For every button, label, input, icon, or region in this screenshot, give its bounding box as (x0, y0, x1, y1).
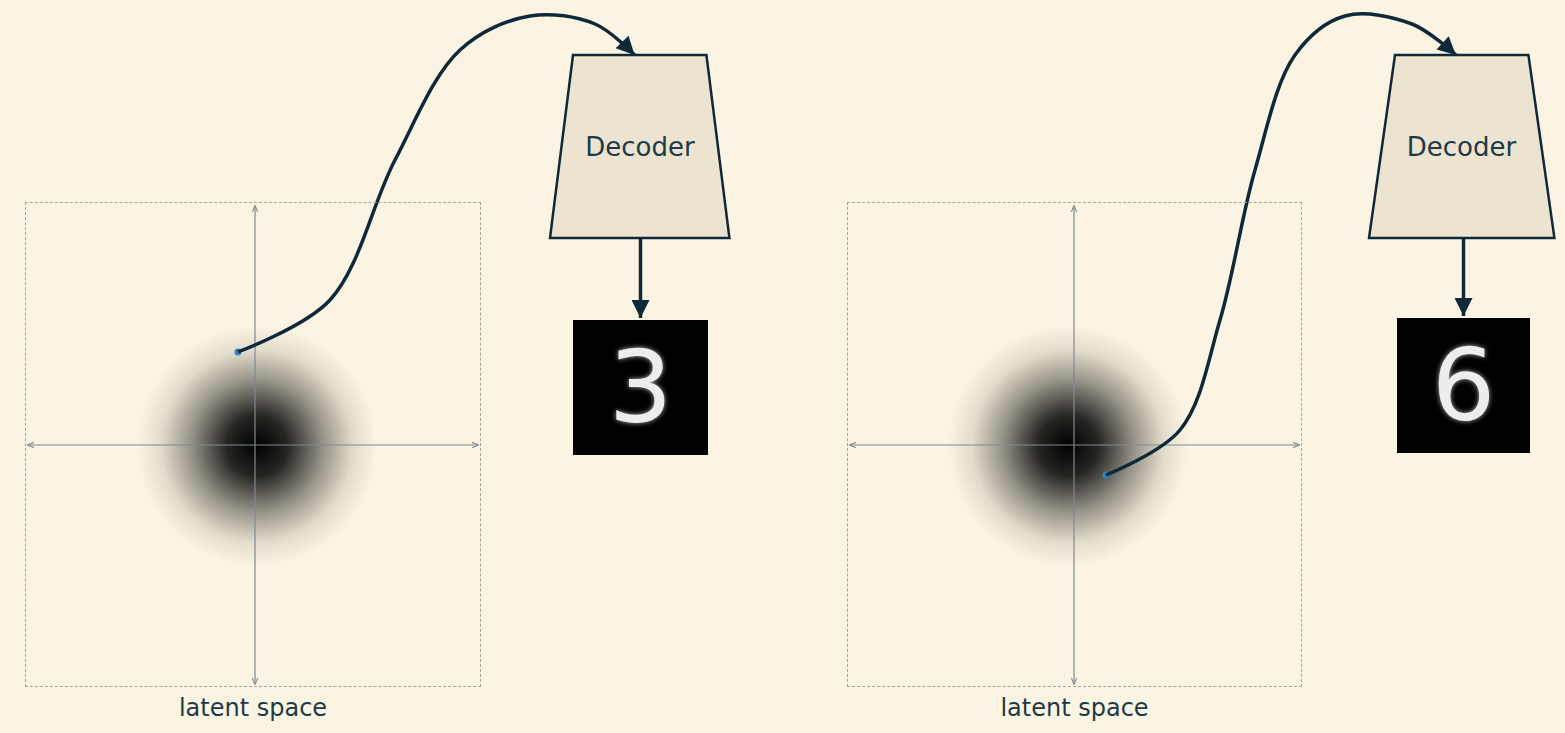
digit-image: 6 (1397, 318, 1530, 453)
axis (28, 444, 478, 445)
decoder-block: Decoder (550, 55, 729, 238)
gaussian-blob (948, 326, 1188, 566)
space-label: latent space (26, 694, 480, 722)
output-arrow (639, 238, 643, 318)
digit-glyph: 3 (609, 338, 673, 438)
block-label: Decoder (1407, 132, 1516, 162)
block-label: Decoder (585, 132, 694, 162)
latent-space-box: latent space (25, 202, 481, 687)
digit-glyph: 6 (1432, 336, 1496, 436)
decoder-block: Decoder (1369, 55, 1554, 238)
latent-space-box: latent space (847, 202, 1302, 687)
trapezoid-shape (1369, 55, 1554, 238)
digit-image: 3 (573, 320, 708, 455)
output-arrow (1462, 238, 1466, 316)
axis (850, 444, 1299, 445)
space-label: latent space (848, 694, 1301, 722)
trapezoid-shape (550, 55, 729, 238)
gaussian-blob (137, 326, 377, 566)
